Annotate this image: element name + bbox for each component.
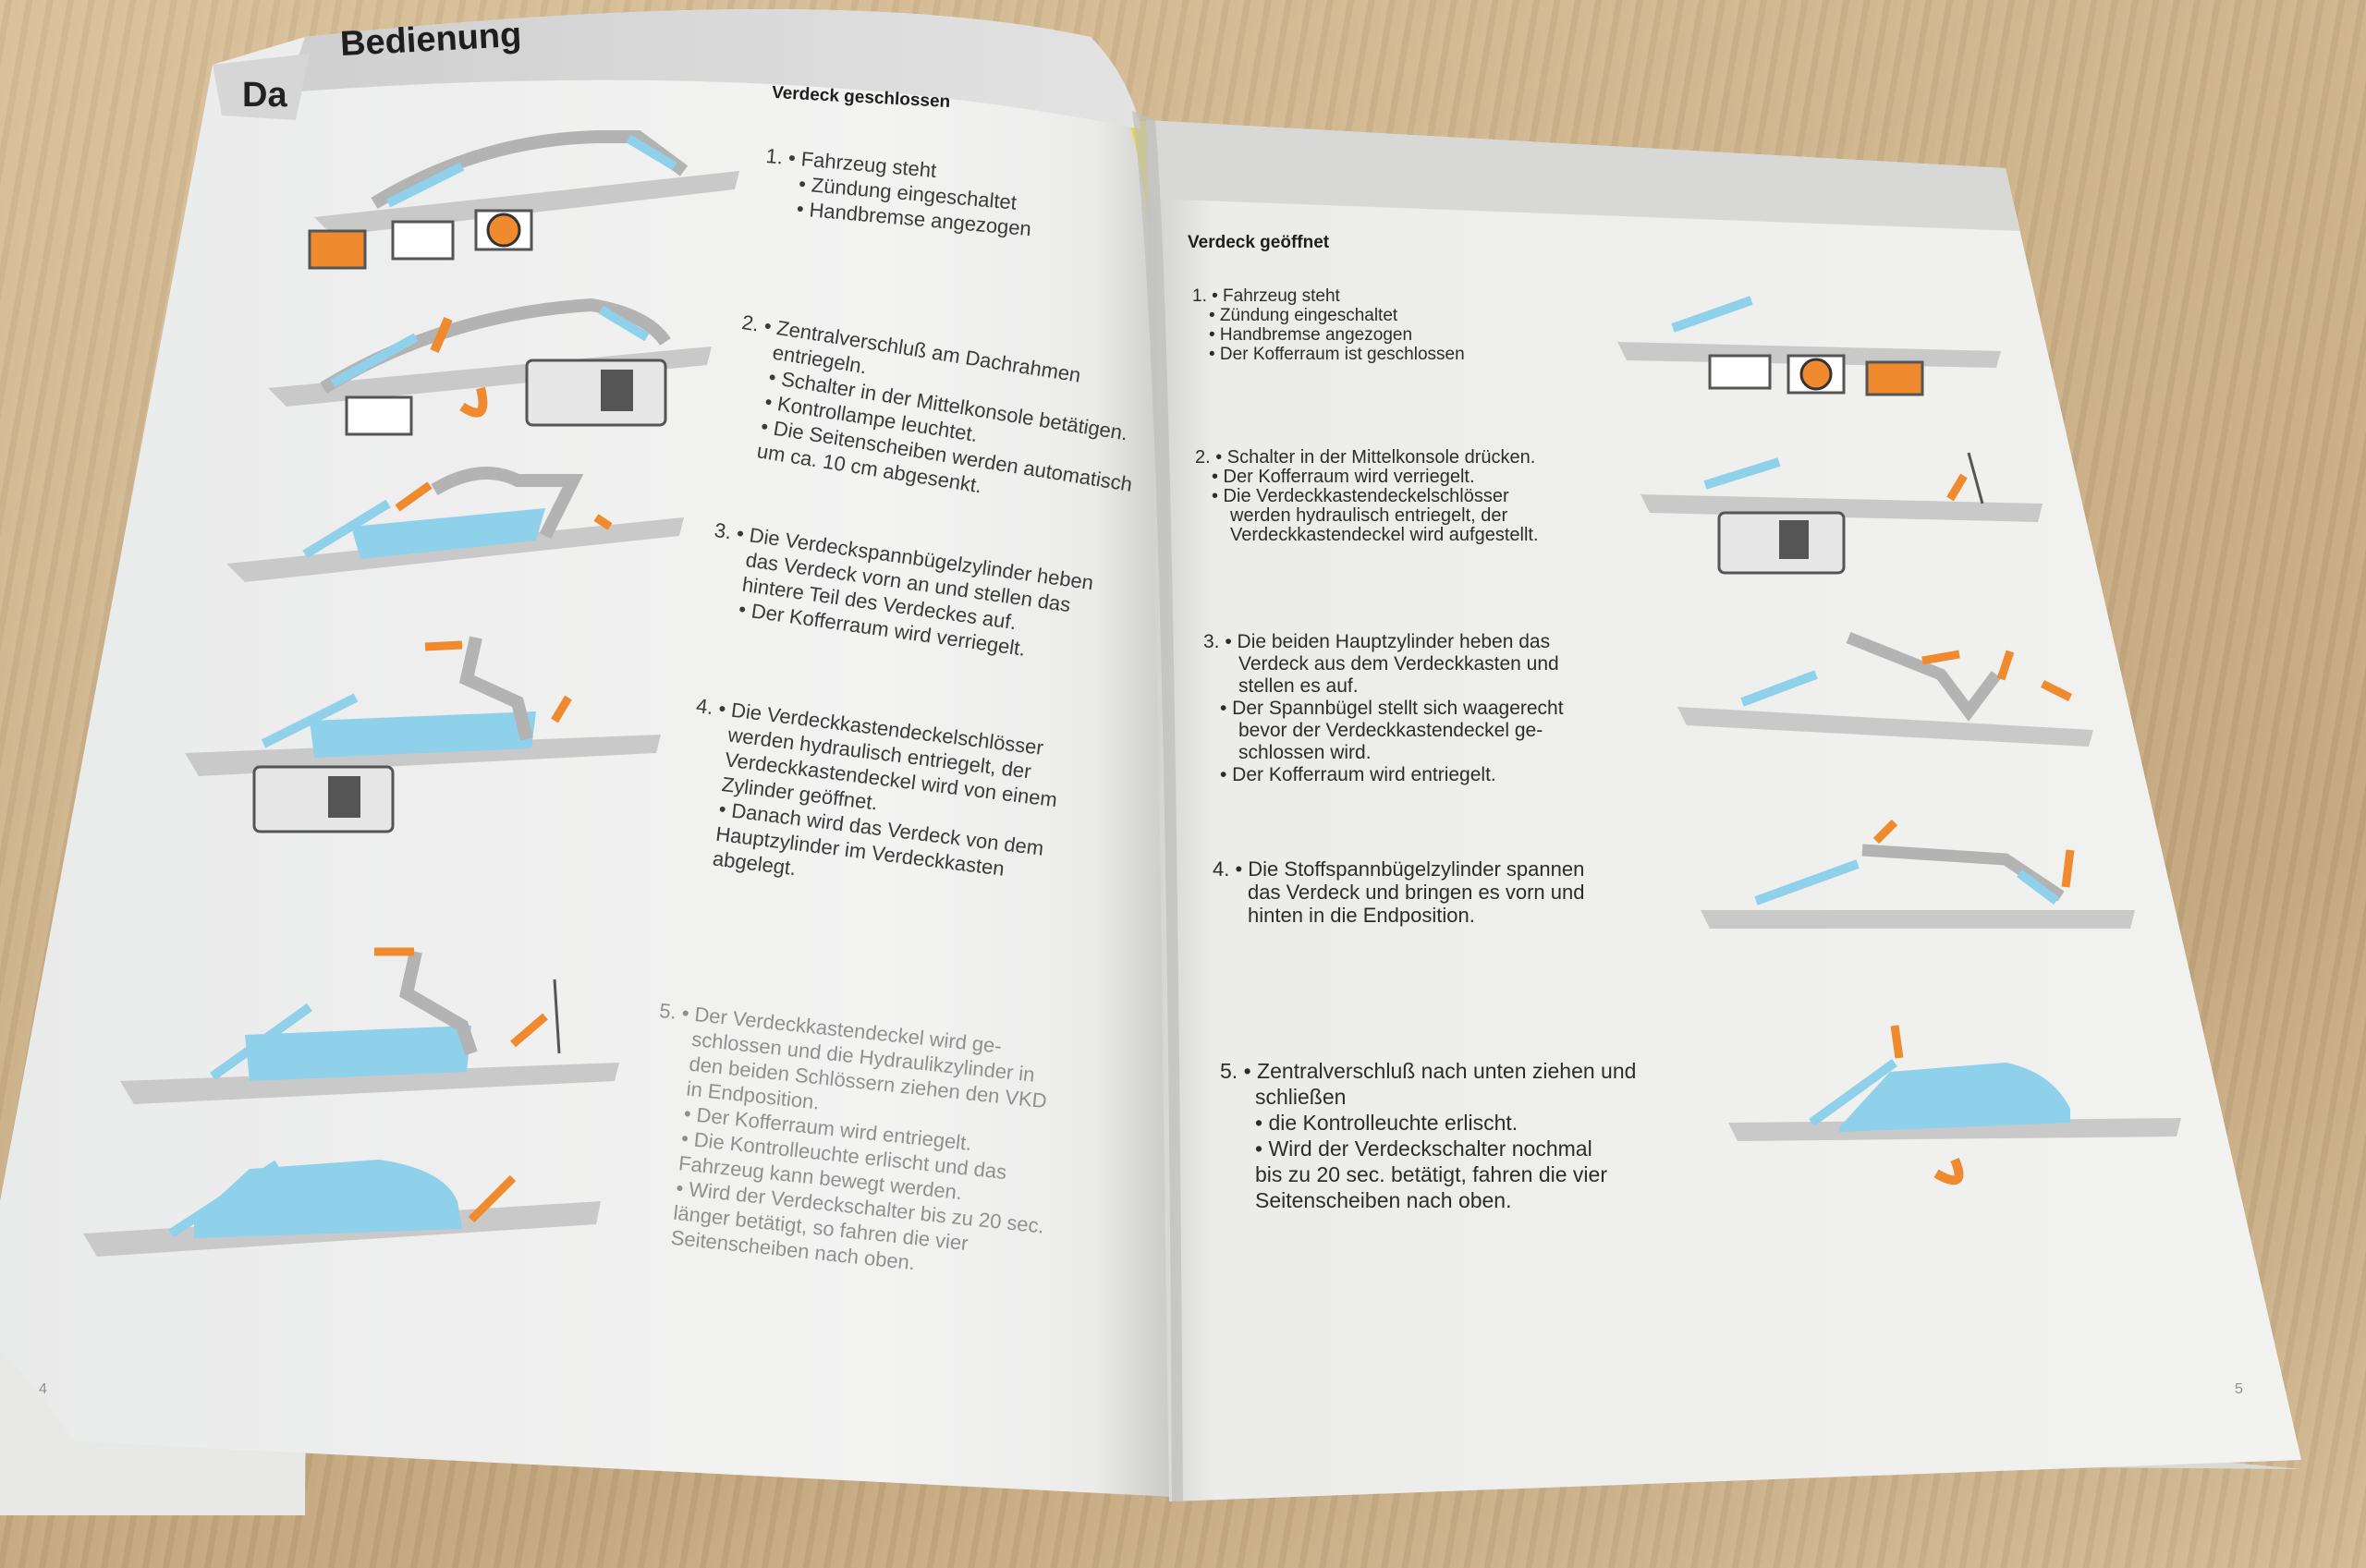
step-line: 5. • Zentralverschluß nach unten ziehen … bbox=[1220, 1059, 1637, 1083]
left-illustration-1 bbox=[308, 130, 739, 270]
right-illustration-1 bbox=[1617, 296, 2001, 396]
right-illustration-5 bbox=[1728, 1025, 2181, 1185]
left-illustration-3 bbox=[226, 467, 684, 582]
right-step-3: 3. • Die beiden Hauptzylinder heben das … bbox=[1203, 631, 1564, 786]
step-line: • Wird der Verdeckschalter nochmal bbox=[1255, 1136, 1592, 1161]
step-line: das Verdeck und bringen es vorn und bbox=[1248, 881, 1585, 904]
right-page bbox=[1146, 120, 2301, 1501]
step-line: • Der Kofferraum wird entriegelt. bbox=[1220, 764, 1496, 785]
step-line: • Zündung eingeschaltet bbox=[1209, 306, 1398, 325]
right-subsection-title: Verdeck geöffnet bbox=[1188, 233, 1330, 252]
behind-page-title: Da bbox=[242, 76, 287, 115]
step-line: • die Kontrolleuchte erlischt. bbox=[1255, 1111, 1518, 1135]
right-step-2: 2. • Schalter in der Mittelkonsole drück… bbox=[1195, 448, 1539, 545]
step-line: 4. • Die Stoffspannbügelzylinder spannen bbox=[1213, 857, 1585, 881]
step-line: 1. • Fahrzeug steht bbox=[1192, 286, 1340, 306]
step-line: werden hydraulisch entriegelt, der bbox=[1230, 505, 1508, 526]
step-line: • Der Kofferraum ist geschlossen bbox=[1209, 345, 1465, 364]
step-line: • Der Spannbügel stellt sich waagerecht bbox=[1220, 698, 1564, 719]
left-illustration-4 bbox=[185, 636, 661, 833]
step-line: hinten in die Endposition. bbox=[1248, 904, 1475, 927]
right-header-band bbox=[1146, 120, 2019, 231]
right-step-4: 4. • Die Stoffspannbügelzylinder spannen… bbox=[1213, 857, 1584, 927]
step-line: • Handbremse angezogen bbox=[1209, 325, 1413, 345]
step-line: bis zu 20 sec. betätigt, fahren die vier bbox=[1255, 1162, 1607, 1186]
step-line: Verdeckkastendeckel wird aufgestellt. bbox=[1230, 525, 1539, 545]
step-line: 3. • Die beiden Hauptzylinder heben das bbox=[1203, 631, 1551, 652]
step-line: • Die Verdeckkastendeckelschlösser bbox=[1212, 486, 1509, 506]
left-page-number: 4 bbox=[39, 1381, 47, 1397]
right-illustration-4 bbox=[1701, 819, 2135, 929]
step-line: • Der Kofferraum wird verriegelt. bbox=[1212, 467, 1475, 487]
right-illustration-2 bbox=[1640, 452, 2043, 575]
step-line: bevor der Verdeckkastendeckel ge- bbox=[1238, 720, 1543, 741]
step-line: 2. • Schalter in der Mittelkonsole drück… bbox=[1195, 447, 1536, 468]
left-header-band bbox=[287, 9, 1141, 129]
step-line: stellen es auf. bbox=[1238, 675, 1359, 697]
left-illustration-5 bbox=[120, 947, 619, 1104]
step-line: Verdeck aus dem Verdeckkasten und bbox=[1238, 653, 1559, 675]
right-step-5: 5. • Zentralverschluß nach unten ziehen … bbox=[1220, 1058, 1636, 1213]
step-line: schlossen wird. bbox=[1238, 742, 1372, 763]
left-illustration-6 bbox=[83, 1160, 601, 1257]
step-line: schließen bbox=[1255, 1085, 1347, 1109]
right-step-1: 1. • Fahrzeug steht • Zündung eingeschal… bbox=[1192, 286, 1465, 364]
left-illustration-2 bbox=[268, 298, 712, 436]
right-page-number: 5 bbox=[2235, 1381, 2243, 1397]
step-line: Seitenscheiben nach oben. bbox=[1255, 1188, 1512, 1212]
right-illustration-3 bbox=[1677, 631, 2093, 747]
left-step-5: 5. • Der Verdeckkastendeckel wird ge- sc… bbox=[635, 998, 1064, 1288]
